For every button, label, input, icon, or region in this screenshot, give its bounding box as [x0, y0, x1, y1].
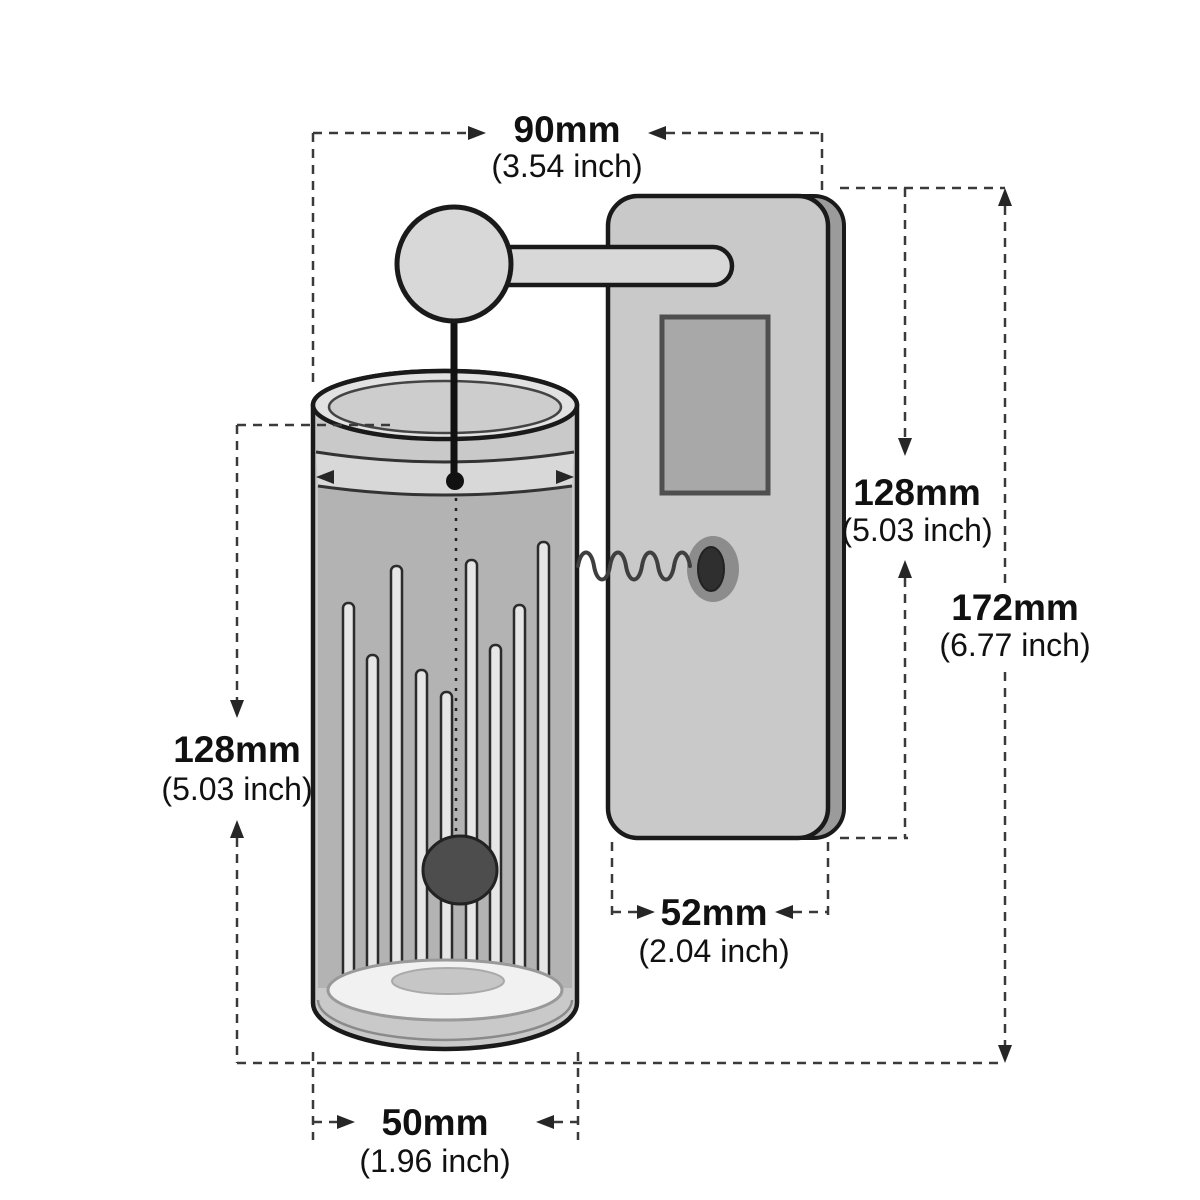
arrowhead-down-icon: [898, 438, 912, 456]
arrowhead-left-icon: [648, 126, 666, 140]
pivot-dot: [446, 472, 464, 490]
arrowhead-right-icon: [637, 905, 655, 919]
dim-display-width-inch: (2.04 inch): [638, 933, 789, 969]
cylinder-inner-bottom-line: [316, 999, 574, 1042]
display-screen: [659, 314, 771, 496]
arrowhead-left-icon: [775, 905, 793, 919]
arrowhead-right-icon: [337, 1115, 355, 1129]
dim-display-width-mm: 52mm: [661, 892, 768, 933]
dim-collector-height-inch: (5.03 inch): [161, 771, 312, 807]
base-drain-hole: [391, 967, 505, 995]
dim-display-height-inch: (5.03 inch): [841, 512, 992, 548]
dim-total-height-inch: (6.77 inch): [939, 627, 1090, 663]
dimension-display-height: 128mm (5.03 inch): [840, 186, 1005, 840]
dim-collector-height-mm: 128mm: [173, 729, 301, 770]
funnel-rim-band: [316, 452, 574, 495]
dimension-display-width: 52mm (2.04 inch): [610, 842, 830, 969]
dimension-top-width: 90mm (3.54 inch): [311, 109, 824, 388]
arrowhead-down-icon: [998, 1045, 1012, 1063]
rod: [341, 601, 356, 990]
rod: [414, 668, 429, 990]
funnel-rim-upper-line: [315, 450, 575, 464]
display-unit: [605, 193, 846, 841]
float-ball: [421, 834, 499, 906]
display-button: [697, 546, 725, 592]
dim-collector-diameter-inch: (1.96 inch): [359, 1143, 510, 1179]
rim-arrowhead-right-icon: [556, 470, 574, 484]
arrowhead-up-icon: [998, 188, 1012, 206]
dim-display-height-mm: 128mm: [853, 472, 981, 513]
dimension-total-height: 172mm (6.77 inch): [237, 188, 1091, 1065]
funnel-rim-lower-line: [317, 484, 573, 497]
arrowhead-up-icon: [898, 560, 912, 578]
arrowhead-down-icon: [230, 700, 244, 718]
rod: [464, 558, 479, 990]
dim-total-height-mm: 172mm: [951, 587, 1079, 628]
rod: [389, 564, 404, 990]
arrowhead-left-icon: [536, 1115, 554, 1129]
rod: [488, 643, 503, 990]
dimension-collector-diameter: 50mm (1.96 inch): [311, 1052, 580, 1179]
rod: [536, 540, 551, 990]
collector-cylinder: [310, 368, 580, 1052]
arrowhead-right-icon: [468, 126, 486, 140]
spring-connector: [576, 550, 692, 582]
rod: [365, 653, 380, 990]
rim-arrowhead-left-icon: [316, 470, 334, 484]
dimension-collector-height: 128mm (5.03 inch): [161, 423, 392, 1063]
cylinder-top-inner-rim: [327, 379, 563, 435]
arrowhead-up-icon: [230, 820, 244, 838]
tipping-ball: [394, 204, 514, 324]
dim-top-width-mm: 90mm: [514, 109, 621, 150]
dim-collector-diameter-mm: 50mm: [382, 1102, 489, 1143]
dim-top-width-inch: (3.54 inch): [491, 148, 642, 184]
display-unit-body: [605, 193, 831, 841]
tipping-mechanism: [394, 204, 735, 490]
rod: [512, 603, 527, 990]
